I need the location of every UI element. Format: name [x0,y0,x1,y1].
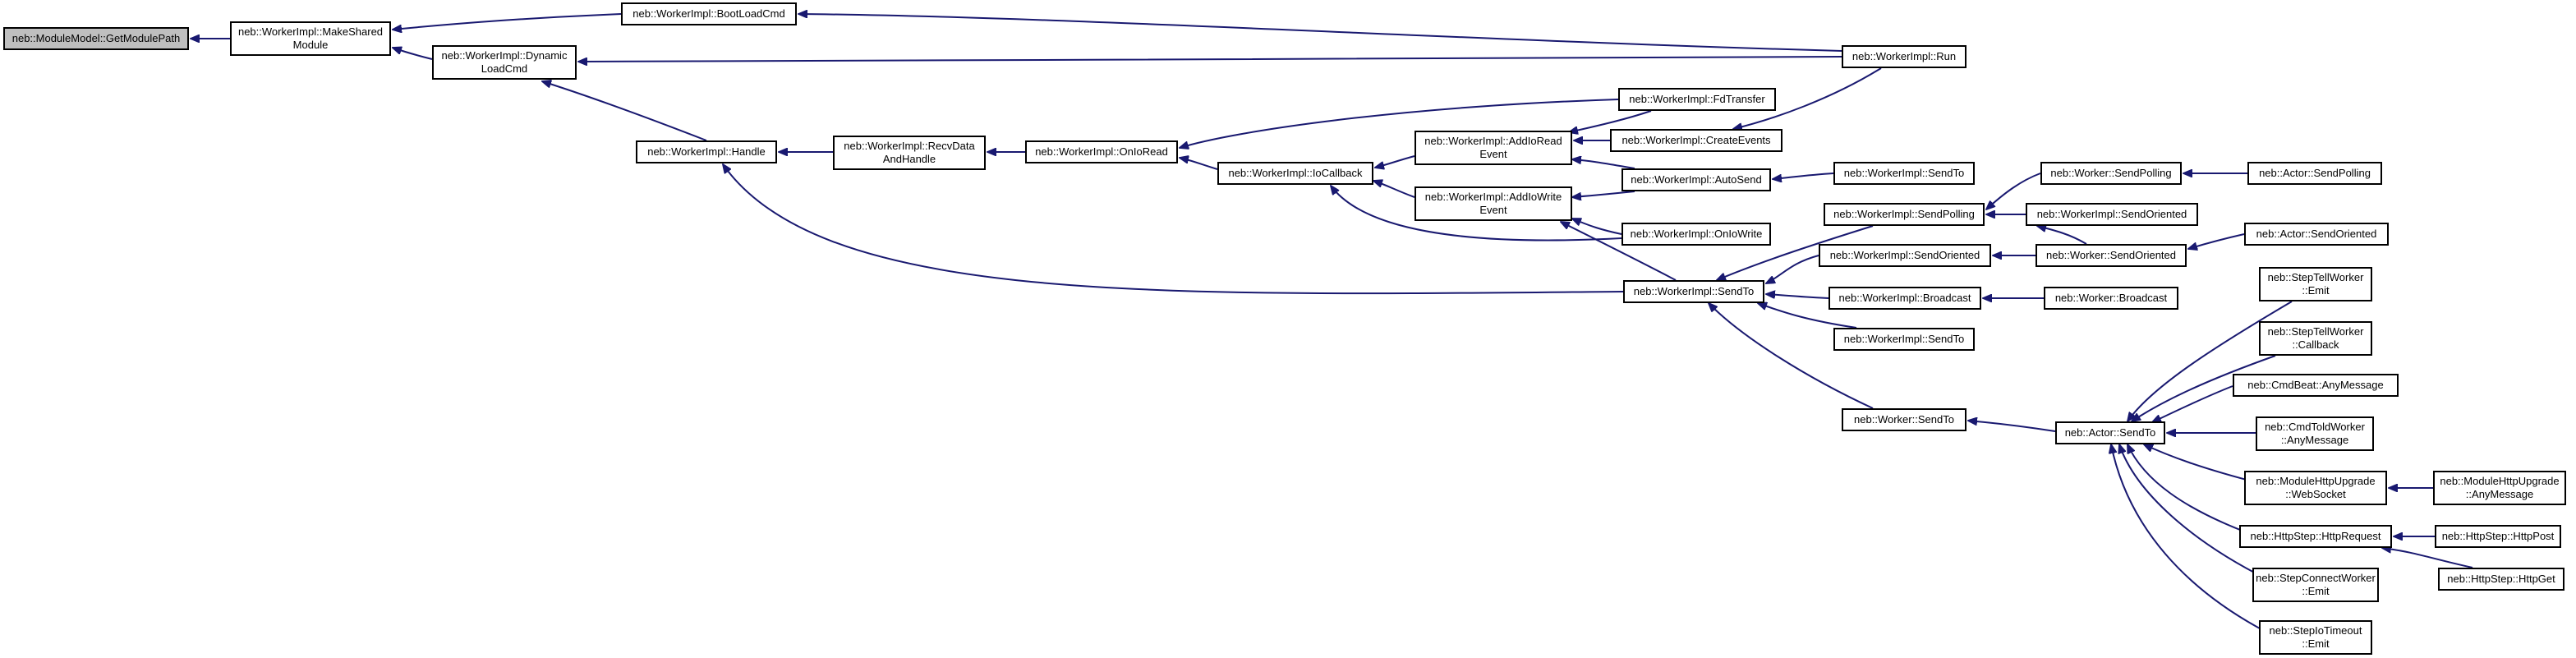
node-addioread[interactable]: neb::WorkerImpl::AddIoRead Event [1414,131,1572,165]
edge-autosend-to-addioread [1572,159,1635,169]
node-onioread[interactable]: neb::WorkerImpl::OnIoRead [1025,140,1178,163]
edge-steptell_emit-to-a_sendto [2128,301,2293,421]
node-iocallback[interactable]: neb::WorkerImpl::IoCallback [1217,162,1373,185]
node-steptell-emit[interactable]: neb::StepTellWorker ::Emit [2259,267,2372,301]
node-sendto-main[interactable]: neb::WorkerImpl::SendTo [1623,280,1764,303]
node-run[interactable]: neb::WorkerImpl::Run [1842,45,1966,68]
node-sendpolling[interactable]: neb::WorkerImpl::SendPolling [1824,203,1985,226]
node-httppost[interactable]: neb::HttpStep::HttpPost [2435,525,2561,548]
node-autosend[interactable]: neb::WorkerImpl::AutoSend [1622,168,1771,191]
edge-httpget-to-httprequest [2382,548,2473,568]
edge-w_sendoriented-to-sendoriented_a [2037,226,2087,245]
node-createevents[interactable]: neb::WorkerImpl::CreateEvents [1610,129,1782,152]
edge-run-to-bootloadcmd [798,14,1842,52]
edge-cmdbeat-to-a_sendto [2152,385,2233,422]
edge-addiowrite-to-iocallback [1373,181,1415,198]
node-sendto-a[interactable]: neb::WorkerImpl::SendTo [1833,162,1975,185]
node-cmdtold[interactable]: neb::CmdToldWorker ::AnyMessage [2256,416,2374,451]
node-oniowrite[interactable]: neb::WorkerImpl::OnIoWrite [1622,223,1771,246]
edge-stepiotimeout-to-a_sendto [2111,444,2276,637]
edge-bootloadcmd-to-makeshared [393,13,622,30]
edge-oniowrite-to-addiowrite [1572,218,1622,235]
edge-addioread-to-iocallback [1375,155,1415,168]
node-httprequest[interactable]: neb::HttpStep::HttpRequest [2239,525,2392,548]
edge-sendoriented_b-to-sendto_main [1766,255,1819,283]
edge-fdtransfer-to-addioread [1569,110,1652,132]
node-worker-sendpolling[interactable]: neb::Worker::SendPolling [2040,162,2182,185]
node-getmodulepath[interactable]: neb::ModuleModel::GetModulePath [3,27,189,50]
node-sendoriented-a[interactable]: neb::WorkerImpl::SendOriented [2026,203,2198,226]
edge-a_sendoriented-to-w_sendoriented [2188,233,2245,249]
edge-dynamicloadcmd-to-makeshared [393,48,433,60]
node-dynamicloadcmd[interactable]: neb::WorkerImpl::Dynamic LoadCmd [432,45,577,80]
node-cmdbeat[interactable]: neb::CmdBeat::AnyMessage [2233,374,2399,397]
edge-stepconnect-to-a_sendto [2119,444,2268,580]
node-addiowrite[interactable]: neb::WorkerImpl::AddIoWrite Event [1414,186,1572,221]
node-mhu-websocket[interactable]: neb::ModuleHttpUpgrade ::WebSocket [2244,471,2387,505]
node-stepconnect[interactable]: neb::StepConnectWorker ::Emit [2252,568,2379,602]
node-worker-sendto[interactable]: neb::Worker::SendTo [1842,408,1966,431]
edge-autosend-to-addiowrite [1572,191,1635,197]
node-recvdata[interactable]: neb::WorkerImpl::RecvData AndHandle [833,136,986,170]
node-makeshared[interactable]: neb::WorkerImpl::MakeShared Module [230,21,391,56]
node-actor-sendoriented[interactable]: neb::Actor::SendOriented [2244,223,2389,246]
node-actor-sendpolling[interactable]: neb::Actor::SendPolling [2247,162,2382,185]
edge-a_sendto-to-w_sendto [1968,421,2056,432]
node-stepiotimeout[interactable]: neb::StepIoTimeout ::Emit [2259,620,2372,655]
node-handle[interactable]: neb::WorkerImpl::Handle [636,140,777,163]
edge-sendto_b-to-sendto_main [1758,303,1857,329]
edge-sendto_main-to-addiowrite [1561,222,1677,281]
edge-iocallback-to-onioread [1180,158,1218,170]
edge-mhu_ws-to-a_sendto [2144,444,2260,484]
node-httpget[interactable]: neb::HttpStep::HttpGet [2438,568,2564,591]
edge-sendto_a-to-autosend [1773,173,1834,179]
edge-fdtransfer-to-onioread [1180,99,1619,148]
edge-w_sendto-to-sendto_main [1709,303,1874,409]
node-mhu-anymessage[interactable]: neb::ModuleHttpUpgrade ::AnyMessage [2433,471,2566,505]
node-fdtransfer[interactable]: neb::WorkerImpl::FdTransfer [1618,88,1776,111]
edge-run-to-dynamicloadcmd [578,56,1842,62]
node-bootloadcmd[interactable]: neb::WorkerImpl::BootLoadCmd [621,2,797,25]
node-steptell-callback[interactable]: neb::StepTellWorker ::Callback [2259,321,2372,356]
node-worker-broadcast[interactable]: neb::Worker::Broadcast [2044,287,2178,310]
node-sendto-b[interactable]: neb::WorkerImpl::SendTo [1833,328,1975,351]
edge-steptell_cb-to-a_sendto [2132,355,2276,421]
edge-sendto_main-to-handle [723,164,1624,295]
edge-oniowrite-to-iocallback [1331,186,1622,242]
node-actor-sendto[interactable]: neb::Actor::SendTo [2055,421,2165,444]
edge-run-to-createevents [1733,67,1882,129]
node-sendoriented-b[interactable]: neb::WorkerImpl::SendOriented [1819,244,1991,267]
edge-handle-to-dynamicloadcmd [542,81,707,141]
edge-broadcast-to-sendto_main [1766,294,1829,299]
edge-w_sendpolling-to-sendpolling [1986,173,2041,209]
node-broadcast[interactable]: neb::WorkerImpl::Broadcast [1828,287,1981,310]
node-worker-sendoriented[interactable]: neb::Worker::SendOriented [2036,244,2187,267]
edge-sendpolling-to-sendto_main [1717,225,1874,281]
edge-httprequest-to-a_sendto [2128,444,2252,535]
